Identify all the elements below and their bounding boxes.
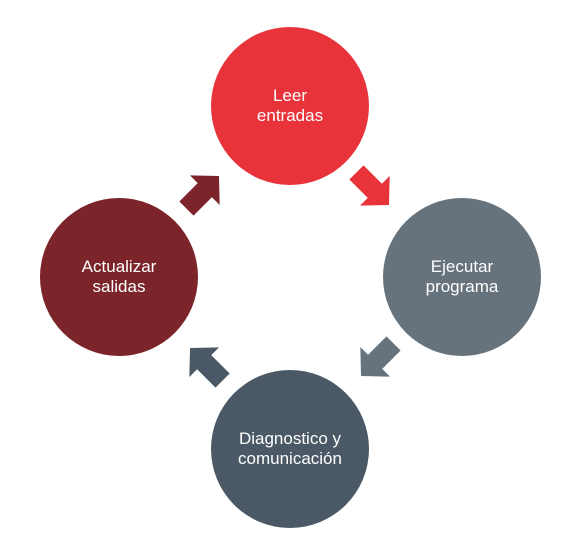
node-actualizar-salidas: Actualizar salidas	[40, 198, 198, 356]
node-leer-entradas: Leer entradas	[211, 27, 369, 185]
arrow-leer-to-ejecutar	[341, 157, 404, 220]
node-diagnostico-comunicacion: Diagnostico y comunicación	[211, 370, 369, 528]
node-label: Actualizar salidas	[81, 257, 157, 296]
node-label: Diagnostico y comunicación	[238, 429, 342, 468]
arrow-actualizar-to-leer	[171, 161, 234, 224]
node-label: Leer entradas	[256, 86, 324, 125]
node-label: Ejecutar programa	[425, 257, 499, 296]
arrow-ejecutar-to-diagnostico	[346, 328, 409, 391]
arrow-diagnostico-to-actualizar	[175, 333, 238, 396]
node-ejecutar-programa: Ejecutar programa	[383, 198, 541, 356]
